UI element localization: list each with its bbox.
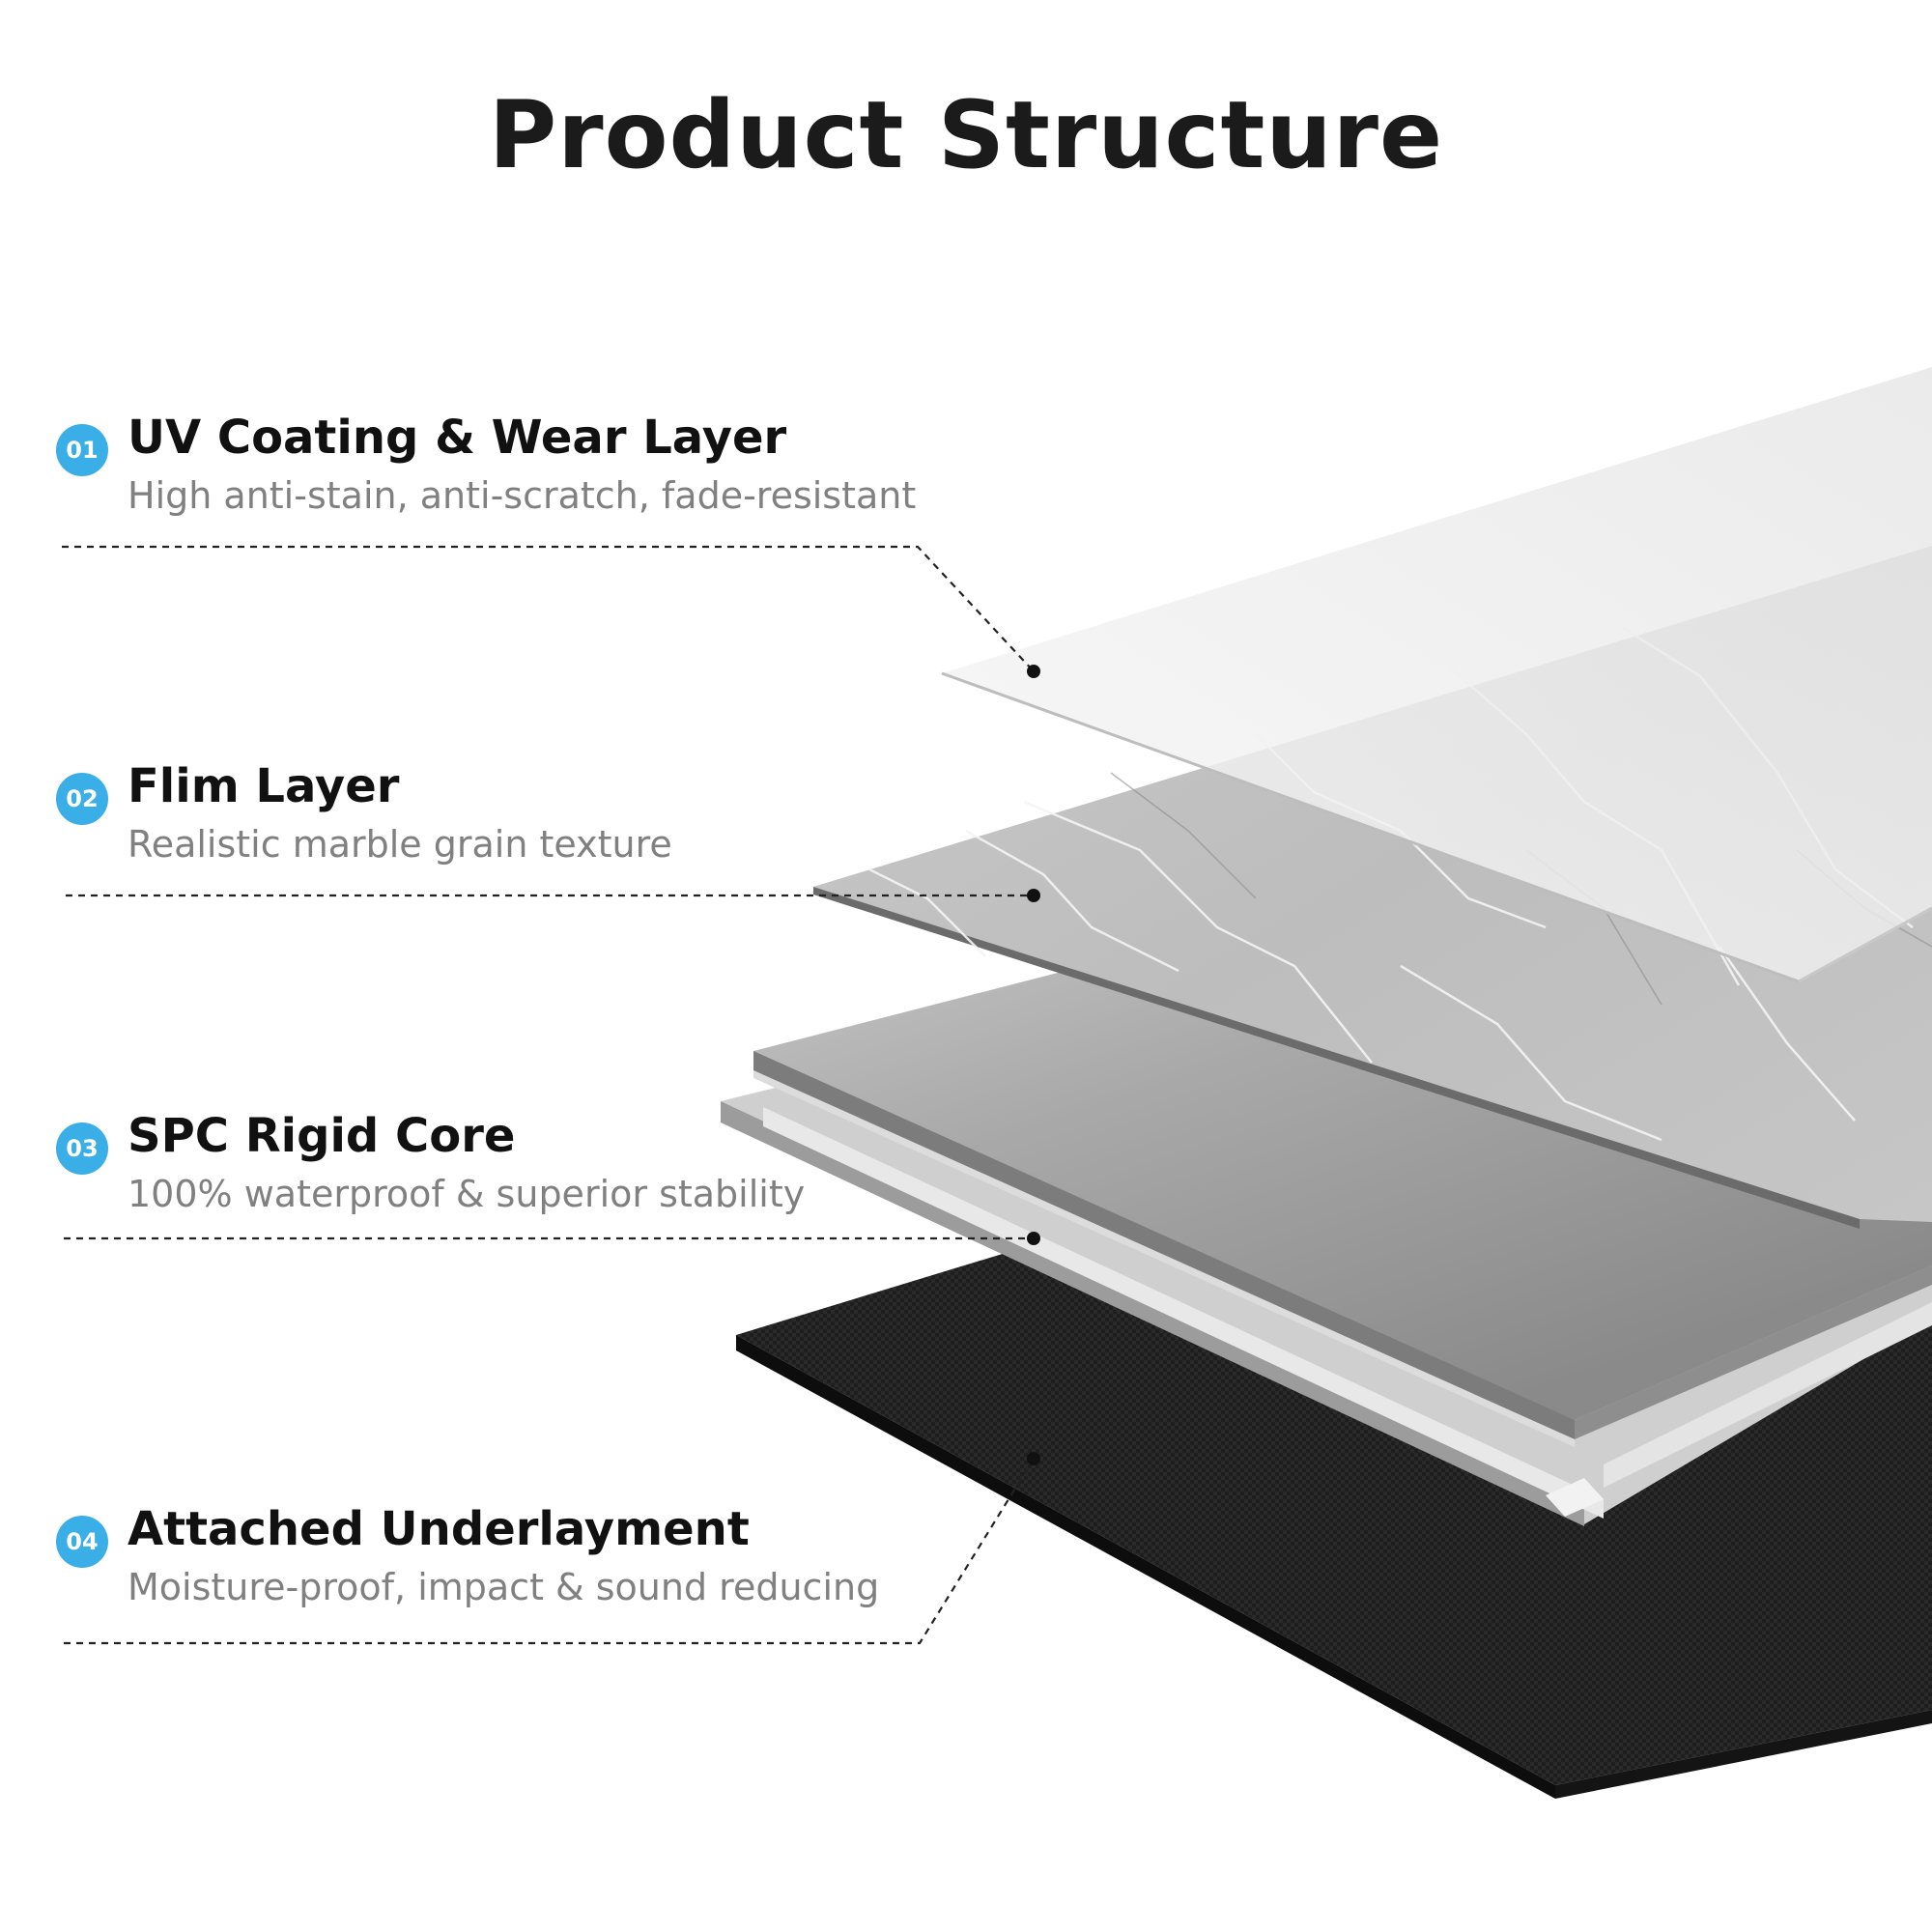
leader-dot-03 <box>1027 1232 1040 1245</box>
uv-wear-layer <box>941 367 1932 983</box>
layer-number-badge: 02 <box>56 773 108 825</box>
layer-description: Moisture-proof, impact & sound reducing <box>128 1566 880 1608</box>
layer-number-badge: 01 <box>56 424 108 476</box>
leader-dot-02 <box>1027 889 1040 902</box>
layer-description: Realistic marble grain texture <box>128 823 672 866</box>
leader-line-01 <box>62 545 1035 672</box>
leader-lines <box>62 545 1035 1645</box>
leader-line-04 <box>64 1458 1035 1645</box>
layer-title: SPC Rigid Core <box>128 1109 516 1163</box>
leader-dot-01 <box>1027 665 1040 678</box>
layer-title: Flim Layer <box>128 759 400 813</box>
layer-description: 100% waterproof & superior stability <box>128 1173 806 1215</box>
layer-number-badge: 03 <box>56 1122 108 1175</box>
page-title: Product Structure <box>488 81 1444 189</box>
layer-title: UV Coating & Wear Layer <box>128 411 787 465</box>
layer-title: Attached Underlayment <box>128 1502 750 1556</box>
leader-dot-04 <box>1027 1452 1040 1465</box>
layer-number-badge: 04 <box>56 1516 108 1568</box>
layer-description: High anti-stain, anti-scratch, fade-resi… <box>128 474 917 517</box>
leader-dots <box>1027 665 1040 1465</box>
